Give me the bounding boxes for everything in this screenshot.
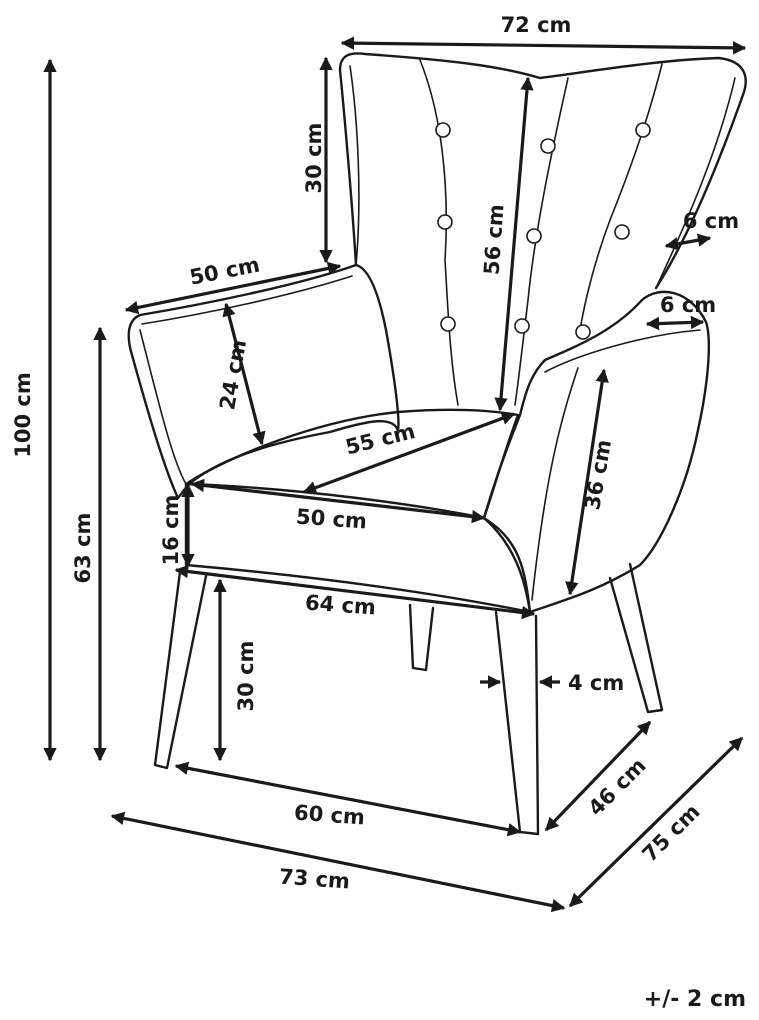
wing-depth-label: 6 cm	[683, 209, 739, 233]
top-width-label: 72 cm	[501, 13, 572, 37]
leg-back-right	[608, 562, 664, 714]
overall-depth-label: 75 cm	[638, 800, 705, 867]
seat-width-arrow	[190, 478, 486, 524]
tufting-button	[435, 122, 451, 138]
arm-length-arrow	[124, 261, 342, 315]
overall-depth-arrow	[568, 736, 744, 908]
left-arm-front-seam	[139, 329, 187, 485]
backrest-outline	[338, 52, 747, 290]
seat-cushion-height-label: 16 cm	[159, 495, 183, 566]
tufting-button	[635, 122, 651, 138]
leg-front-right	[494, 610, 540, 836]
leg-span-depth-label: 46 cm	[584, 754, 651, 821]
backrest-inner-line	[349, 65, 360, 266]
arm-front-height-label: 36 cm	[580, 438, 616, 512]
tolerance-note: +/- 2 cm	[644, 987, 746, 1012]
tufting-button	[437, 214, 453, 230]
front-width-arrow	[174, 564, 536, 620]
leg-front-left	[153, 570, 208, 770]
leg-height-label: 30 cm	[234, 641, 258, 712]
overall-width-arrow	[110, 811, 566, 913]
arm-front-height-arrow	[565, 368, 609, 596]
tufting-button	[575, 324, 591, 340]
overall-width-label: 73 cm	[278, 865, 350, 894]
wing-height-label: 30 cm	[302, 123, 326, 194]
leg-span-width-label: 60 cm	[293, 801, 365, 830]
top-width-arrow	[340, 36, 747, 55]
front-width-label: 64 cm	[304, 591, 376, 620]
tufting-button	[514, 318, 530, 334]
backrest-height-arrow	[494, 76, 534, 412]
dimension-labels: 100 cm 63 cm 72 cm 30 cm 50 cm 56 cm 6 c…	[11, 13, 746, 1012]
tufting-button	[440, 316, 456, 332]
arm-width-arrow	[645, 315, 705, 331]
wing-right-inner	[655, 77, 736, 289]
tufting-seam-right	[579, 63, 663, 331]
tufting-button	[526, 228, 542, 244]
seat-width-label: 50 cm	[295, 505, 367, 534]
overall-height-label: 100 cm	[11, 372, 35, 457]
arm-height-label: 63 cm	[71, 513, 95, 584]
arm-inner-height-arrow	[222, 302, 266, 446]
dimension-arrows	[43, 36, 747, 913]
tufting-button	[540, 138, 556, 154]
leg-back-left	[408, 603, 435, 672]
backrest-height-label: 56 cm	[480, 203, 509, 275]
right-arm-inner-seam	[531, 367, 579, 601]
tufting-seam-left	[419, 59, 459, 406]
leg-thickness-label: 4 cm	[568, 671, 624, 695]
tufting-button	[614, 224, 630, 240]
right-arm-top-seam	[544, 329, 701, 373]
wing-depth-arrow	[664, 233, 712, 251]
arm-width-label: 6 cm	[660, 293, 716, 317]
